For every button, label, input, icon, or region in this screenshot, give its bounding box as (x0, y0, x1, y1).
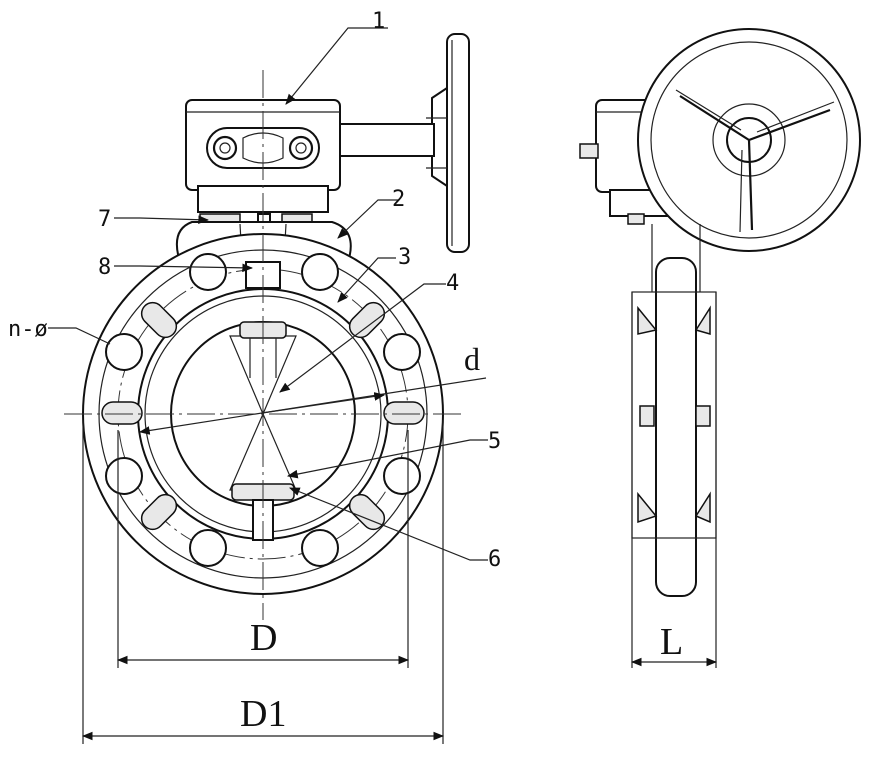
side-handwheel (637, 28, 861, 252)
side-view: L (579, 28, 861, 668)
bolt-holes (105, 253, 421, 567)
side-bolts (637, 305, 711, 524)
dim-d-label: d (464, 341, 480, 377)
side-nut (579, 143, 599, 159)
callout-2: 2 (392, 187, 405, 212)
callout-bolt-holes: n-ø (8, 317, 48, 342)
dim-D1-label: D1 (240, 693, 286, 735)
callout-5: 5 (488, 429, 501, 454)
side-body (655, 257, 697, 597)
dim-d-arrow (261, 392, 386, 414)
callout-7: 7 (98, 207, 111, 232)
callout-1: 1 (372, 9, 385, 34)
leaders (48, 27, 488, 561)
handwheel-edge (426, 33, 470, 253)
dim-D-label: D (250, 617, 277, 659)
callout-4: 4 (446, 271, 459, 296)
worm-shaft (337, 123, 435, 157)
callout-3: 3 (398, 245, 411, 270)
front-view: d D D1 1 2 3 4 5 6 7 8 n-ø (8, 9, 501, 744)
callout-6: 6 (488, 547, 501, 572)
dim-L-label: L (660, 621, 683, 663)
callout-8: 8 (98, 255, 111, 280)
ring-lugs (101, 301, 425, 531)
